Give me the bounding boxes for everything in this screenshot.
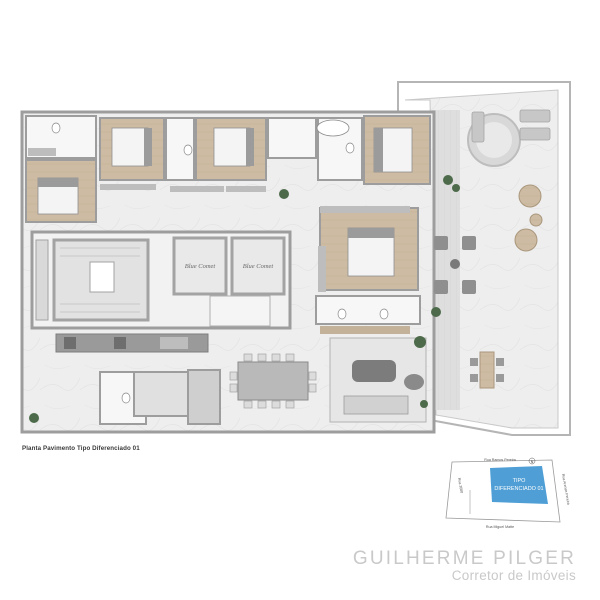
elevator-logo-1: Blue Comet [185,263,216,270]
terrace-dining [470,351,504,389]
key-map-street-top: Rua Ramos Pereira [484,458,516,462]
master-suite [319,207,419,291]
key-map-street-bottom: Rua Miguel Matte [486,525,514,529]
bedroom-1 [25,159,97,223]
terrace-lounge [434,236,476,294]
living-room [320,326,427,423]
key-map-highlight-line2: DIFERENCIADO 01 [494,486,543,492]
key-map-highlight-line1: TIPO [513,478,527,484]
terrace [397,81,571,436]
brand-block: GUILHERME PILGER Corretor de Imóveis [353,548,576,583]
brand-name: GUILHERME PILGER [352,548,576,569]
bedroom-2 [99,117,165,181]
key-map-street-right: Rua Arenas Pereira [561,473,570,505]
round-tables [514,184,543,252]
brand-subtitle: Corretor de Imóveis [451,568,576,583]
elevator-logo-2: Blue Comet [243,263,274,270]
bedroom-3 [195,117,267,181]
key-map-compass: N [531,460,534,464]
bathrooms [25,115,421,425]
dining-table [229,353,317,409]
bedroom-4 [363,115,431,185]
stair-core [30,230,292,330]
key-map [445,457,561,523]
key-map-street-left: Rua 3500 [457,477,464,493]
plan-caption: Planta Pavimento Tipo Diferenciado 01 [22,445,140,452]
closets [28,148,410,292]
sun-loungers [471,109,551,143]
kitchen [55,333,221,425]
plants [29,175,460,423]
